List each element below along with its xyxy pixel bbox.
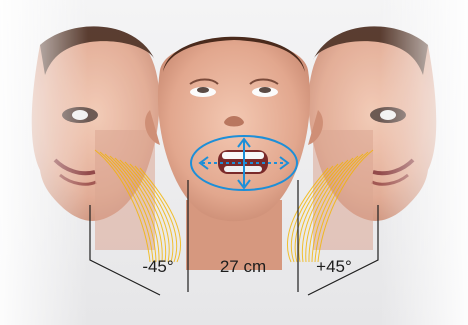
- left-head-profile: [0, 0, 160, 325]
- left-angle-label: -45°: [142, 257, 173, 276]
- right-angle-label: +45°: [316, 257, 352, 276]
- distance-label: 27 cm: [220, 257, 266, 276]
- right-head-profile: [308, 0, 468, 325]
